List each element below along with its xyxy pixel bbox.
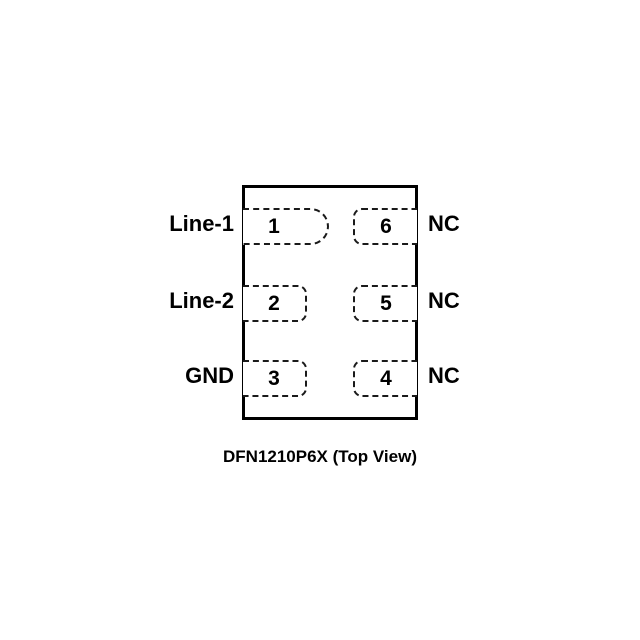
pad-number-5: 5 bbox=[380, 292, 392, 315]
pad-pin-4: 4 bbox=[353, 360, 417, 397]
pad-number-1: 1 bbox=[268, 215, 280, 238]
pad-number-4: 4 bbox=[380, 367, 392, 390]
pad-number-2: 2 bbox=[268, 292, 280, 315]
pad-pin-1: 1 bbox=[243, 208, 329, 245]
pin-label-line-2: Line-2 bbox=[169, 288, 234, 313]
pad-number-3: 3 bbox=[268, 367, 280, 390]
pad-number-6: 6 bbox=[380, 215, 392, 238]
pin-label-gnd: GND bbox=[185, 363, 234, 388]
ic-package-body: 1 2 3 6 5 4 bbox=[242, 185, 418, 420]
pin-label-nc-6: NC bbox=[428, 211, 460, 236]
pin-label-nc-5: NC bbox=[428, 288, 460, 313]
pad-pin-6: 6 bbox=[353, 208, 417, 245]
pin-label-nc-4: NC bbox=[428, 363, 460, 388]
pin-label-line-1: Line-1 bbox=[169, 211, 234, 236]
pad-pin-2: 2 bbox=[243, 285, 307, 322]
pad-pin-5: 5 bbox=[353, 285, 417, 322]
pad-pin-3: 3 bbox=[243, 360, 307, 397]
right-pin-labels: NC NC NC bbox=[428, 185, 628, 420]
left-pin-labels: Line-1 Line-2 GND bbox=[0, 185, 234, 420]
diagram-caption: DFN1210P6X (Top View) bbox=[223, 447, 417, 466]
